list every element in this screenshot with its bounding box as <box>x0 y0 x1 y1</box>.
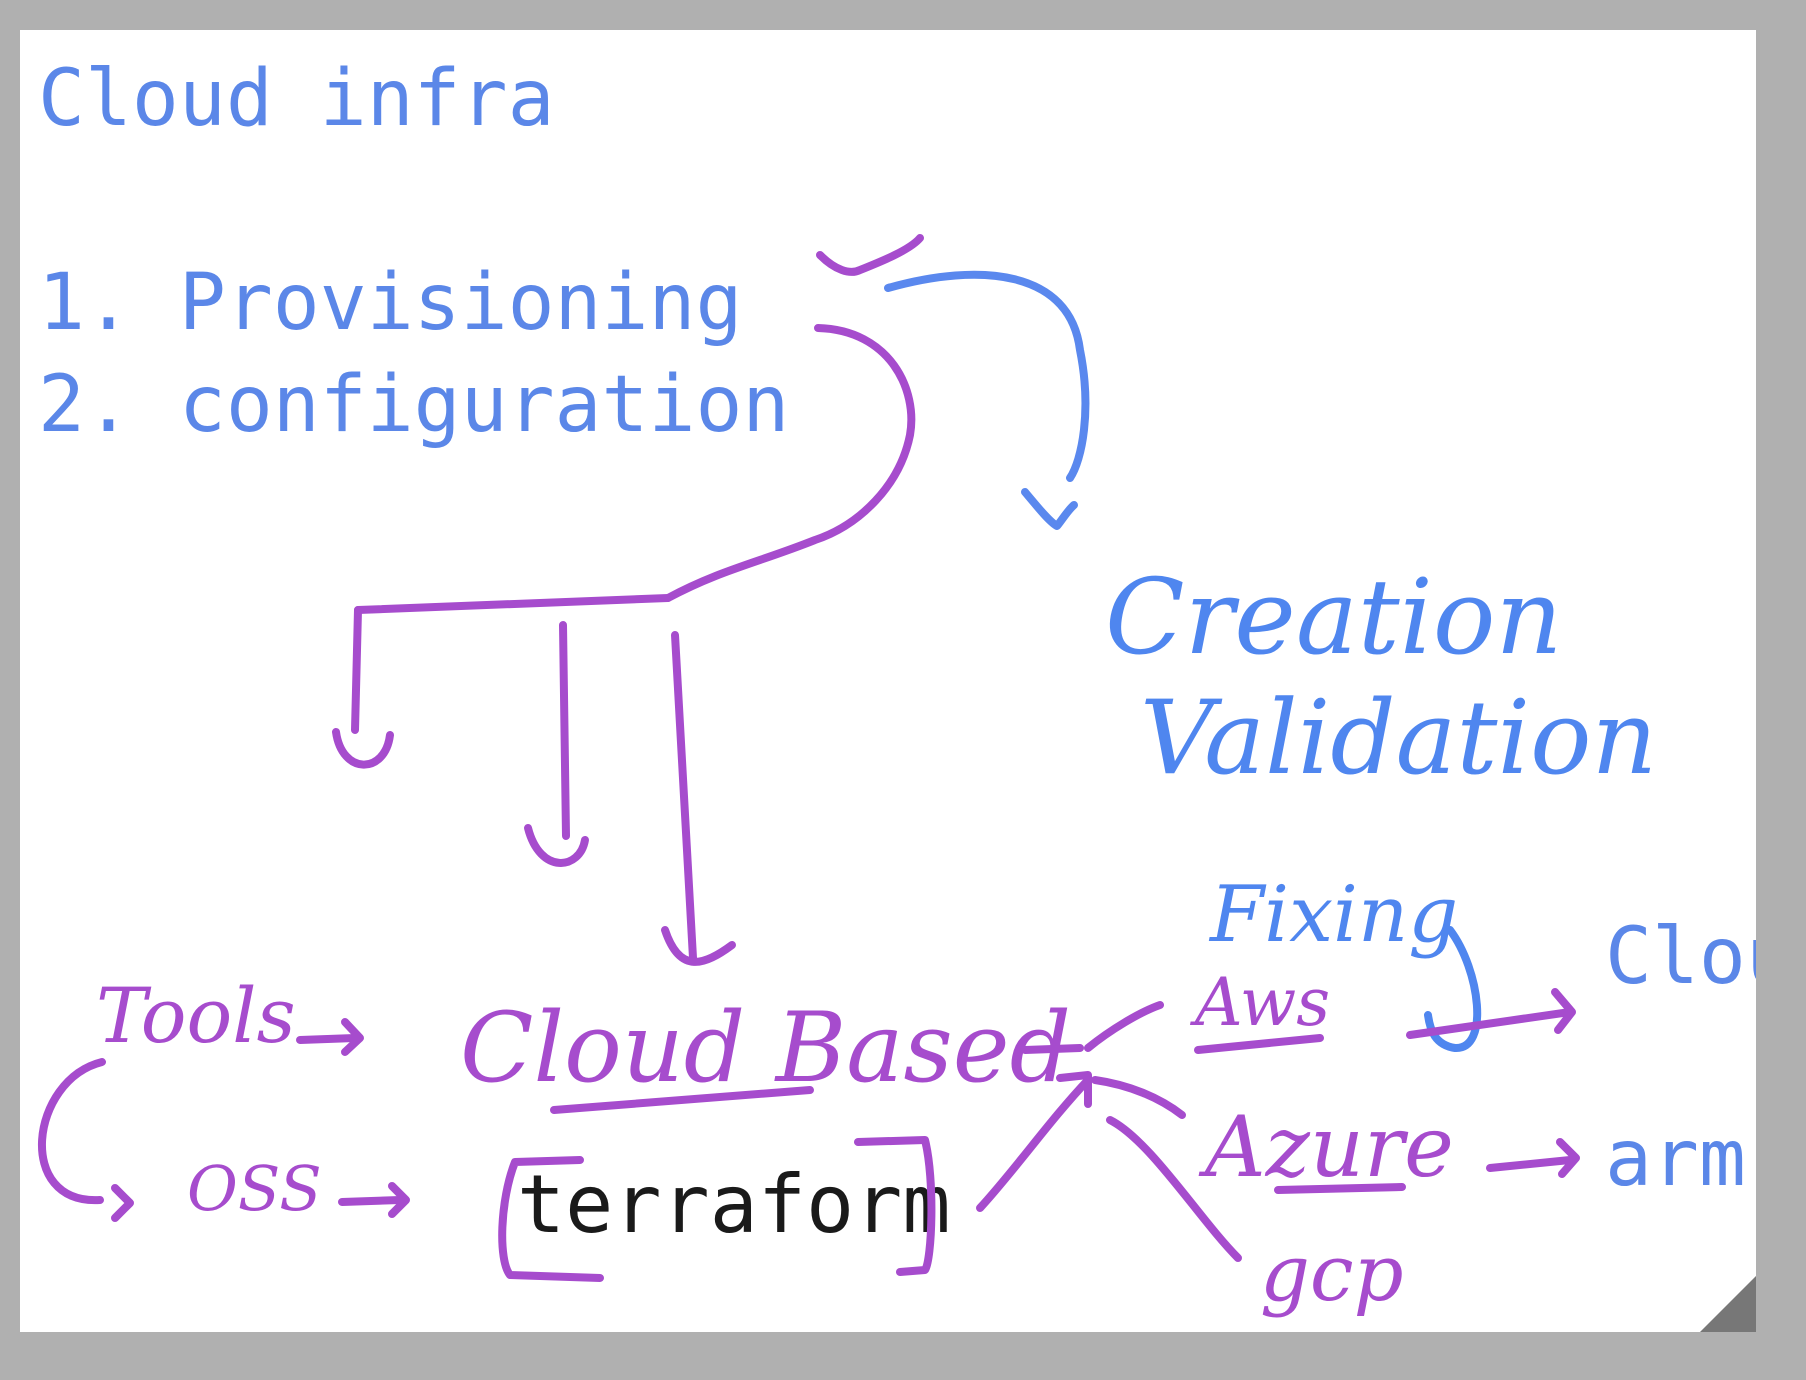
handwritten-fixing: Fixing <box>1210 870 1459 960</box>
terraform-box-left <box>498 1156 604 1282</box>
terraform-box-right <box>854 1136 936 1276</box>
arrow-to-aws <box>1084 1001 1164 1052</box>
list-item-provisioning: 1. Provisioning <box>38 258 743 348</box>
ink-strokes <box>37 234 1580 1282</box>
check-mark-icon <box>816 234 924 276</box>
handwritten-tools: Tools <box>96 971 296 1060</box>
handwritten-cloud-based: Cloud Based <box>460 992 1072 1104</box>
arrowhead-aws <box>1551 988 1576 1034</box>
branch-arrow-1 <box>351 606 362 734</box>
underline-aws <box>1194 1034 1324 1054</box>
curve-provisioning-to-branch <box>664 324 916 602</box>
arrowhead-oss <box>388 1182 410 1218</box>
handwritten-azure: Azure <box>1205 1098 1454 1196</box>
list-item-configuration: 2. configuration <box>38 360 790 450</box>
handwritten-gcp: gcp <box>1260 1229 1404 1319</box>
arrow-aws-to-cloud <box>1406 1008 1574 1039</box>
title-text: Cloud infra <box>38 54 555 144</box>
handwritten-validation: Validation <box>1140 679 1658 798</box>
resize-corner-icon[interactable] <box>1700 1276 1756 1332</box>
handwritten-creation: Creation <box>1105 556 1563 678</box>
arrowhead-terraform <box>1056 1071 1092 1108</box>
underline-azure <box>1274 1183 1406 1194</box>
underline-cloud-based <box>550 1086 814 1114</box>
arm-text: arm <box>1605 1114 1746 1204</box>
branch-arrow-2 <box>559 621 570 840</box>
dash-cloudbased <box>1021 1044 1084 1054</box>
arrow-to-gcp <box>1106 1116 1242 1262</box>
handwritten-oss: OSS <box>187 1152 322 1225</box>
branch-arrow-3 <box>671 631 697 962</box>
note-canvas[interactable]: Cloud infra 1. Provisioning 2. configura… <box>20 30 1756 1332</box>
handwritten-aws: Aws <box>1195 964 1331 1041</box>
arrow-provisioning-to-creation <box>884 270 1090 482</box>
arrowhead-creation <box>1021 488 1078 530</box>
arrow-azure-to-arm <box>1486 1156 1574 1172</box>
branch-line <box>354 594 672 614</box>
arrow-to-azure <box>1091 1076 1186 1119</box>
arrow-terraform-to-providers <box>976 1076 1092 1212</box>
arrowhead-tools <box>341 1018 364 1056</box>
arrowhead-3 <box>661 926 736 966</box>
bracket-tools-oss <box>37 1058 106 1205</box>
arrow-tools-to-cloudbased <box>296 1034 359 1044</box>
arrow-oss-to-terraform <box>338 1196 404 1206</box>
arrowhead-2 <box>524 824 589 867</box>
arrowhead-1 <box>332 728 394 769</box>
cloud-partial-text: Clou <box>1605 912 1756 1002</box>
terraform-text: terraform <box>517 1158 951 1251</box>
arrowhead-bracket <box>111 1184 134 1222</box>
arrowhead-azure <box>1556 1138 1580 1178</box>
